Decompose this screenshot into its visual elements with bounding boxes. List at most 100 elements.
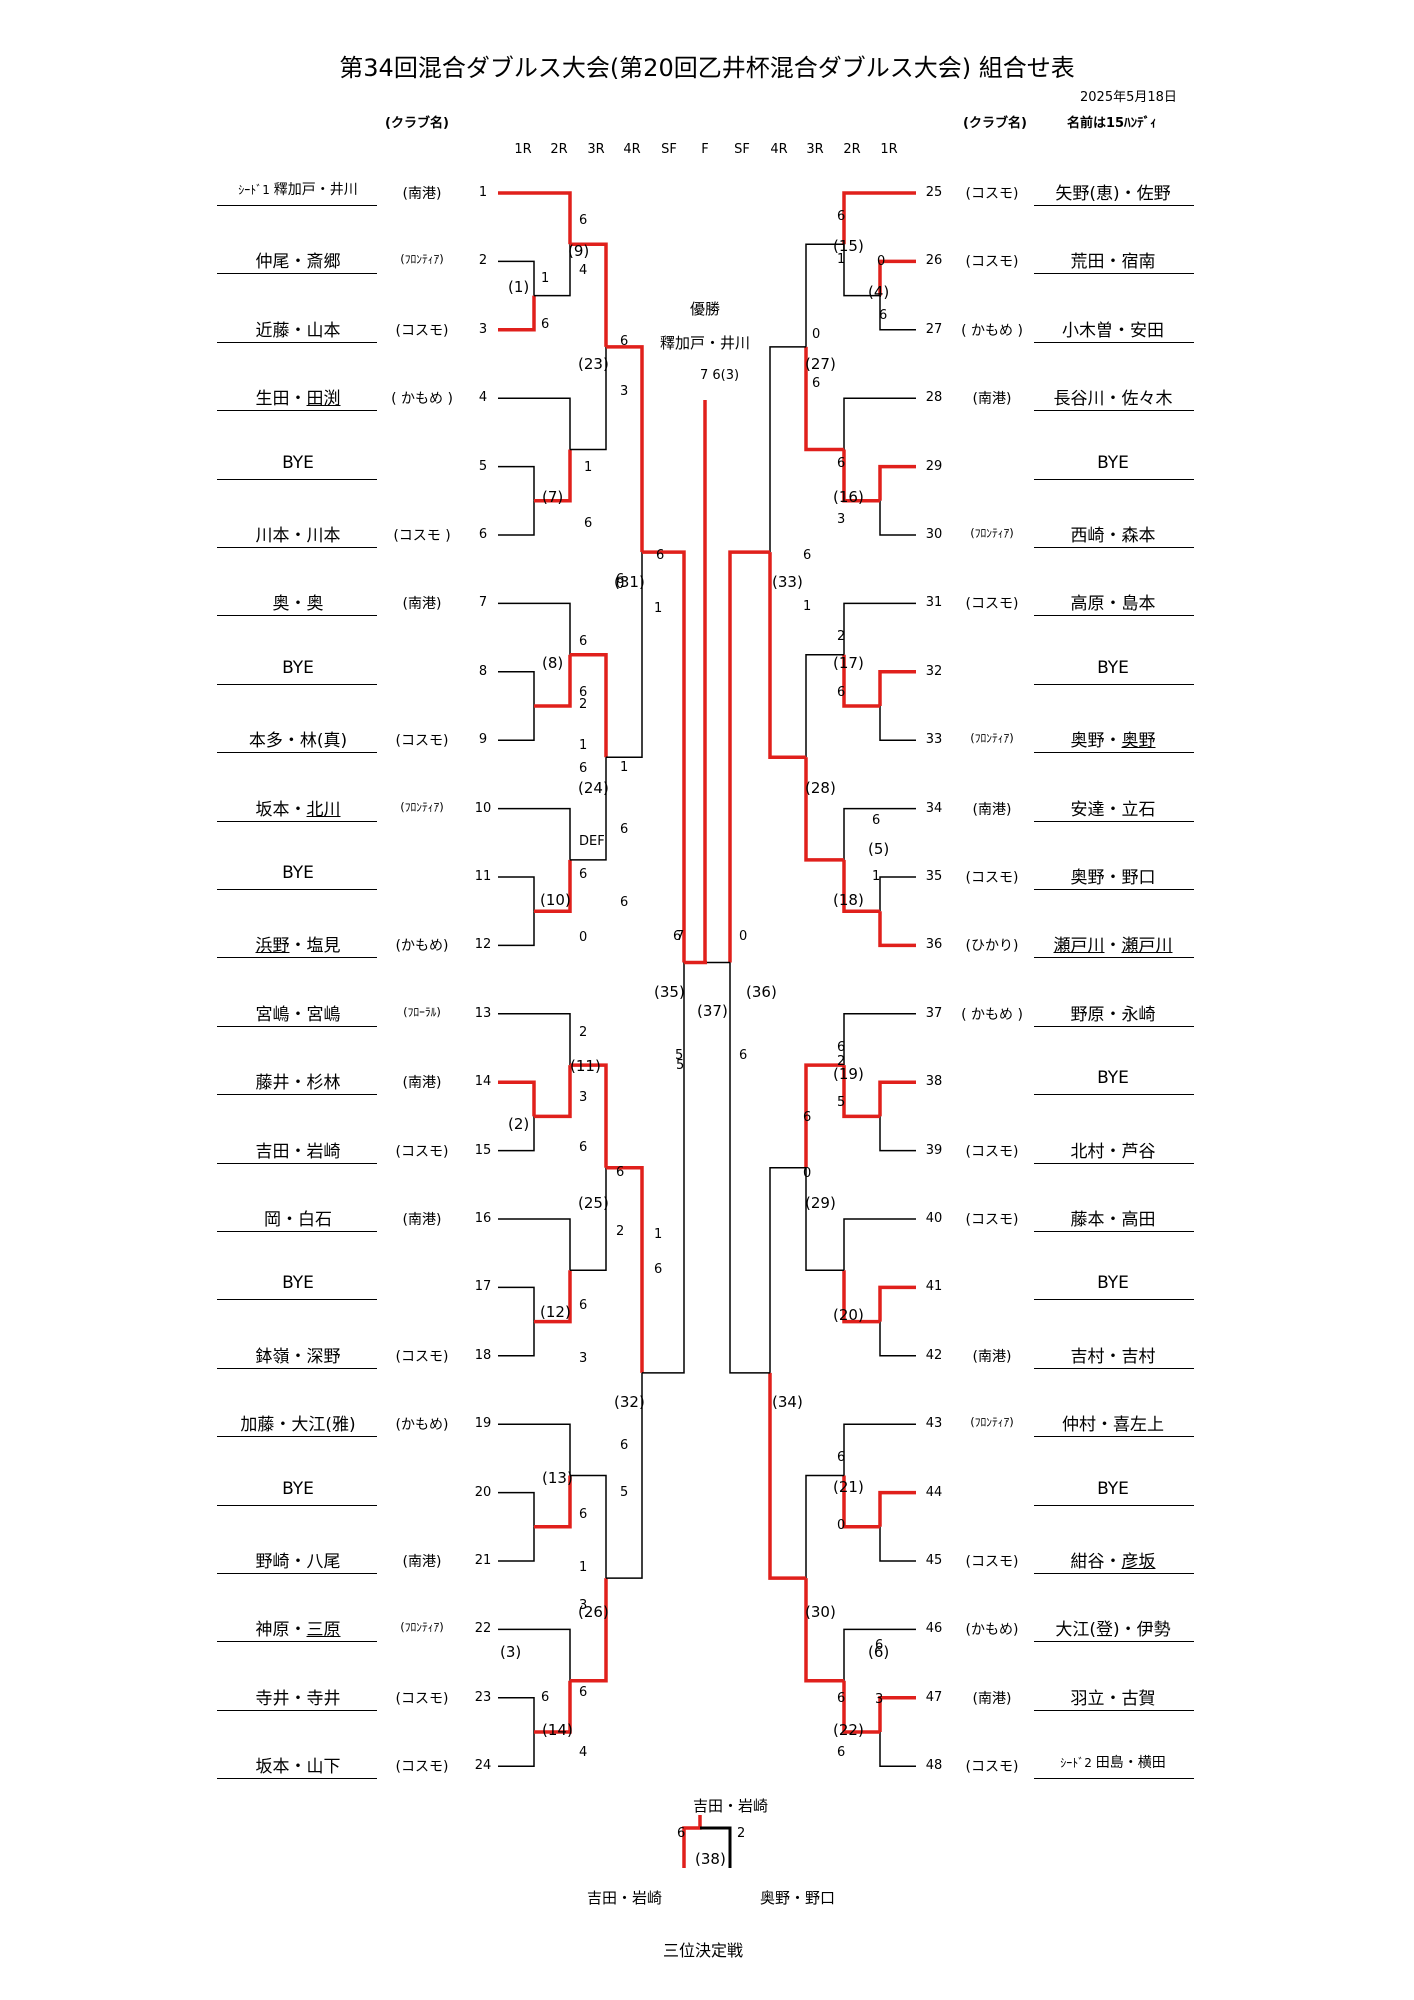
game-score: 2 (616, 1224, 625, 1239)
entry-number: 33 (925, 732, 943, 748)
entry-name: 宮嶋・宮嶋 (217, 1000, 379, 1025)
game-score: 6 (837, 685, 846, 700)
entry-club: (コスモ) (965, 1212, 1019, 1228)
bracket-line (879, 1732, 916, 1767)
match-number: (31) (614, 573, 645, 591)
bracket-line (498, 1286, 535, 1322)
entry-name-part: BYE (1097, 1068, 1129, 1089)
match-number: (14) (542, 1721, 573, 1739)
entry-name-part: BYE (282, 657, 314, 678)
entry-number: 9 (478, 732, 488, 748)
game-score: 1 (654, 601, 663, 616)
entry-name-part: 吉村・吉村 (1070, 1346, 1156, 1367)
game-score: 5 (620, 1485, 629, 1500)
entry-name-part: 長谷川・佐々木 (1053, 389, 1173, 410)
game-score: 6 (620, 334, 629, 349)
game-score: 6 (616, 1165, 625, 1180)
entry-club: (ﾌﾛﾝﾃｨｱ) (970, 526, 1014, 540)
entry-name: 西崎・森本 (1032, 521, 1194, 546)
match-number: (7) (542, 488, 564, 506)
winner-path (878, 1696, 916, 1732)
entry-name-part: 仲村・喜左上 (1062, 1415, 1164, 1436)
entry-name: 野原・永崎 (1032, 1000, 1194, 1025)
game-score: 5 (676, 1058, 685, 1073)
bracket-line (498, 260, 535, 296)
game-score: 6 (673, 929, 682, 944)
round-header: F (701, 142, 709, 157)
entry-name: ｼｰﾄﾞ2 田島・横田 (1032, 1752, 1194, 1772)
winner-path (804, 1578, 844, 1683)
match-number: (36) (746, 983, 777, 1001)
game-score: 1 (837, 252, 846, 267)
game-score: 6 (837, 1450, 846, 1465)
game-score: 3 (579, 1598, 588, 1613)
bracket-line (879, 295, 916, 331)
entry-number: 41 (925, 1279, 943, 1295)
bracket-line (769, 346, 806, 553)
entry-underline (217, 1573, 377, 1574)
entry-name-part: 彦坂 (1121, 1552, 1156, 1572)
entry-name-part: 岡・白石 (264, 1210, 332, 1230)
entry-number: 38 (925, 1074, 943, 1090)
bracket-line (843, 1423, 916, 1476)
entry-name: ｼｰﾄﾞ1 釋加戸・井川 (217, 179, 379, 199)
entry-underline (1034, 1025, 1194, 1027)
bracket-line (570, 1167, 607, 1272)
entry-name-part: BYE (1097, 657, 1129, 678)
entry-name: 矢野(恵)・佐野 (1032, 179, 1194, 204)
game-score: 6 (541, 1690, 550, 1705)
game-score: 6 (739, 1048, 748, 1063)
winner-path (642, 550, 686, 963)
entry-number: 11 (474, 869, 492, 884)
entry-name-part: 奥・奥 (272, 594, 324, 615)
round-header: 1R (880, 142, 898, 157)
game-score: 6 (579, 1507, 588, 1522)
entry-underline (217, 1709, 377, 1711)
entry-number: 3 (478, 321, 488, 337)
winner-path (570, 1578, 608, 1683)
game-score: 4 (579, 263, 588, 278)
entry-number: 27 (925, 321, 943, 337)
match-number: (4) (868, 283, 890, 301)
entry-name-part: 藤井・杉林 (255, 1073, 341, 1094)
entry-name-part: 安達・立石 (1070, 799, 1156, 820)
winner-path (498, 295, 536, 332)
entry-name-part: 吉田・岩崎 (255, 1141, 341, 1162)
entry-underline (1034, 478, 1194, 480)
match-number: (35) (654, 983, 685, 1001)
entry-name-part: 加藤・大江(雅) (240, 1415, 356, 1436)
bracket-line (879, 500, 916, 536)
third-place-right-score: 2 (737, 1826, 746, 1841)
entry-name-part: 生田・ (255, 389, 307, 410)
entry-underline (217, 273, 377, 275)
entry-number: 18 (474, 1347, 492, 1363)
round-header: 2R (843, 142, 861, 157)
entry-number: 19 (474, 1416, 492, 1432)
third-place-match: (38) (695, 1850, 726, 1868)
entry-name: 浜野・塩見 (217, 931, 379, 956)
game-score: 6 (579, 761, 588, 776)
winner-path (842, 859, 880, 913)
entry-number: 31 (925, 595, 943, 611)
entry-number: 16 (474, 1211, 492, 1226)
entry-underline (1034, 1504, 1194, 1506)
game-score: 6 (837, 456, 846, 471)
entry-club: (コスモ ) (393, 528, 451, 544)
seed-label: ｼｰﾄﾞ2 (1060, 1756, 1096, 1771)
entry-underline (217, 1231, 377, 1232)
entry-underline (1034, 273, 1194, 275)
winner-path (842, 1065, 880, 1119)
entry-name-part: 野崎・八尾 (255, 1552, 341, 1572)
entry-name: 羽立・古賀 (1032, 1684, 1194, 1709)
entry-underline (217, 820, 377, 822)
entry-name-part: 北川 (306, 799, 341, 820)
game-score: 0 (579, 930, 588, 945)
game-score: 1 (541, 271, 550, 286)
entry-name-part: 坂本・ (255, 799, 307, 820)
entry-number: 1 (478, 185, 488, 200)
entry-number: 37 (925, 1005, 943, 1021)
bracket-line (879, 1526, 916, 1562)
entry-number: 12 (474, 937, 492, 953)
entry-name: 野崎・八尾 (217, 1547, 379, 1572)
winner-path (728, 550, 770, 963)
